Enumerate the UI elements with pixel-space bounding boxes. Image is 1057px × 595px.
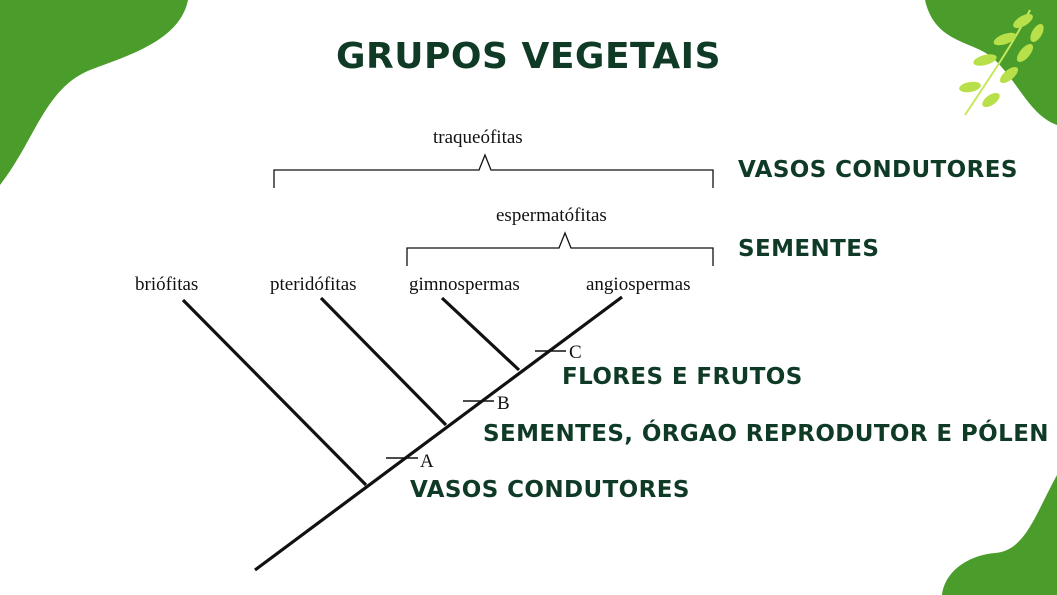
taxon-gimnospermas: gimnospermas — [409, 274, 520, 295]
annotation-sementes-orgao: SEMENTES, ÓRGAO REPRODUTOR E PÓLEN — [483, 421, 1049, 447]
branch-gimnospermas — [440, 296, 521, 372]
branch-pteridofitas — [319, 296, 448, 427]
marker-c-label: C — [569, 342, 582, 363]
traqueofitas-label: traqueófitas — [433, 127, 523, 148]
marker-a-label: A — [420, 451, 434, 472]
main-trunk — [254, 295, 623, 572]
annotation-vasos-node: VASOS CONDUTORES — [410, 477, 690, 503]
leaf-branch-icon — [959, 9, 1044, 116]
taxon-briofitas: briófitas — [135, 274, 199, 295]
espermatofitas-label: espermatófitas — [496, 205, 607, 226]
taxon-pteridofitas: pteridófitas — [270, 274, 357, 295]
annotation-vasos-bracket: VASOS CONDUTORES — [738, 157, 1018, 183]
annotation-sementes-bracket: SEMENTES — [738, 236, 880, 262]
espermatofitas-bracket — [406, 231, 714, 266]
traqueofitas-bracket — [273, 153, 714, 188]
bottom-right-blob — [942, 475, 1057, 595]
top-left-blob — [0, 0, 188, 185]
annotation-flores-frutos: FLORES E FRUTOS — [562, 364, 803, 390]
marker-b-label: B — [497, 393, 510, 414]
top-right-blob — [925, 0, 1057, 125]
page-title: GRUPOS VEGETAIS — [336, 36, 721, 77]
taxon-angiospermas: angiospermas — [586, 274, 691, 295]
branch-briofitas — [181, 298, 368, 487]
